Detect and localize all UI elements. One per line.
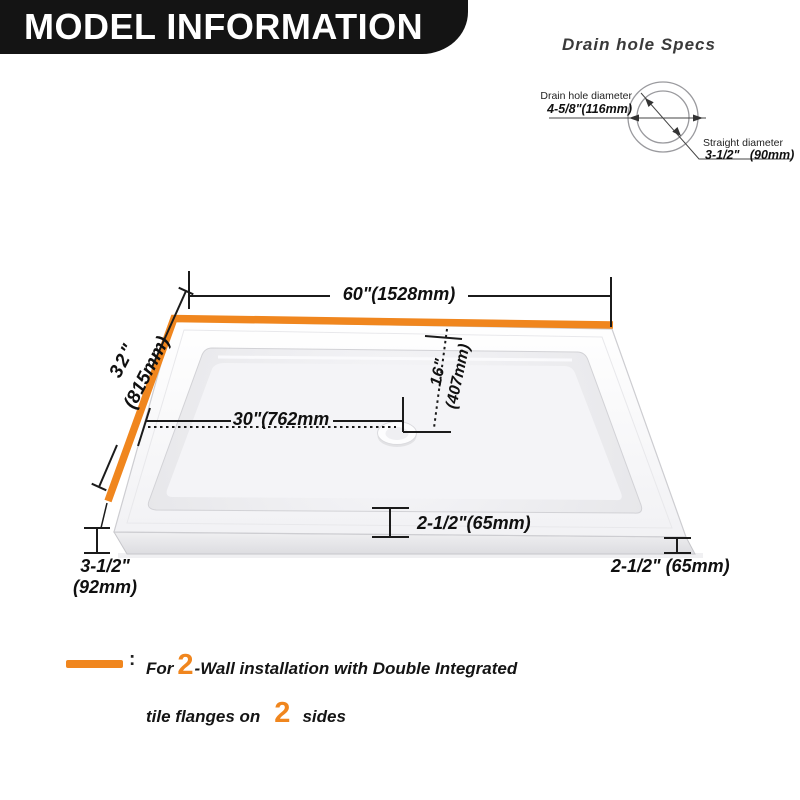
straight-diameter-value: 3-1/2" (90mm) <box>705 148 795 162</box>
straight-diameter-label: Straight diameter <box>703 137 783 149</box>
left-flange-height-label: 3-1/2" (92mm) <box>48 556 162 598</box>
arrowhead-left <box>629 114 639 122</box>
dim-drain-offset-y-lines <box>424 328 463 429</box>
legend-line2-number: 2 <box>274 697 291 729</box>
legend-line-1: For 2 -Wall installation with Double Int… <box>146 651 517 680</box>
left-flange-height-mm: (92mm) <box>72 577 138 597</box>
drain-inner-circle <box>636 90 690 144</box>
dim-drain-offset-x-lines <box>137 397 451 447</box>
dim-left-flange-lines <box>84 527 110 554</box>
dim-depth-lines <box>91 286 194 529</box>
legend-line1-pre: For <box>146 659 174 678</box>
arrowhead-right <box>693 114 703 122</box>
drain-spec-diagram <box>549 81 792 160</box>
drain-hole-diameter-label: Drain hole diameter <box>540 90 632 102</box>
shower-tray <box>104 314 703 558</box>
width-dimension-label: 60"(1528mm) <box>342 284 456 304</box>
legend-line1-post: -Wall installation with Double Integrate… <box>194 659 518 678</box>
arrowhead-down-right <box>672 127 681 136</box>
legend-colon: : <box>129 649 136 670</box>
legend-line2-pre: tile flanges on <box>146 707 261 726</box>
legend-line1-number: 2 <box>177 649 194 681</box>
drain-specs-title: Drain hole Specs <box>562 35 716 54</box>
dimension-lines <box>84 271 691 554</box>
basin-depth-label: 2-1/2"(65mm) <box>417 513 531 533</box>
dim-right-flange-lines <box>664 537 691 554</box>
legend-line2-post: sides <box>302 707 346 726</box>
dim-width-lines <box>188 271 612 327</box>
dim-basin-depth-lines <box>372 507 409 538</box>
legend-line-2: tile flanges on 2 sides <box>146 699 346 728</box>
basin-highlight <box>217 355 573 362</box>
tray-rim-inner-line <box>126 329 673 529</box>
header-banner: MODEL INFORMATION <box>0 0 468 54</box>
right-flange-height-label: 2-1/2" (65mm) <box>611 556 730 576</box>
drain-hole-diameter-value: 4-5/8"(116mm) <box>547 102 632 116</box>
tray-ground-shadow <box>118 553 703 558</box>
page-title: MODEL INFORMATION <box>24 6 424 47</box>
left-flange-height-inches: 3-1/2" <box>80 556 130 576</box>
arrowhead-up-left <box>645 98 654 107</box>
drain-hole <box>377 421 417 447</box>
straight-diameter-arrow <box>640 92 792 160</box>
legend-orange-line <box>66 660 123 668</box>
drain-offset-x-label: 30"(762mm <box>232 409 330 429</box>
